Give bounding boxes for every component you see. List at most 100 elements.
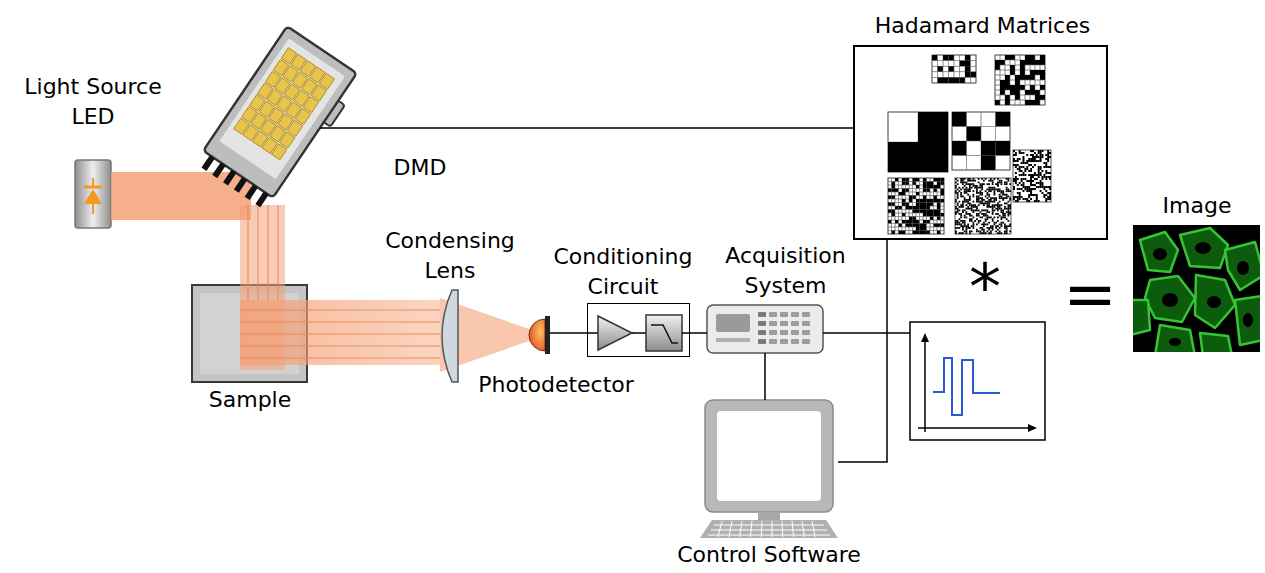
hadamard-patterns <box>927 210 931 214</box>
fluorescence-image <box>1155 325 1195 352</box>
device-buttons <box>758 339 766 344</box>
hadamard-patterns <box>909 210 913 214</box>
hadamard-patterns <box>964 225 966 227</box>
hadamard-patterns <box>1038 150 1040 152</box>
hadamard-patterns <box>1026 190 1028 192</box>
hadamard-patterns <box>966 211 968 213</box>
hadamard-patterns <box>920 192 924 196</box>
hadamard-patterns <box>1032 184 1034 186</box>
hadamard-patterns <box>952 112 1010 170</box>
hadamard-patterns <box>983 231 985 233</box>
hadamard-patterns <box>1032 154 1034 156</box>
hadamard-patterns <box>964 197 966 199</box>
hadamard-patterns <box>1025 75 1030 80</box>
hadamard-patterns <box>957 192 959 194</box>
hadamard-patterns <box>1030 55 1035 60</box>
hadamard-patterns <box>988 232 990 234</box>
hadamard-patterns <box>934 224 938 228</box>
hadamard-patterns <box>994 224 996 226</box>
hadamard-patterns <box>1030 192 1032 194</box>
hadamard-patterns <box>967 224 969 226</box>
hadamard-patterns <box>960 189 962 191</box>
hadamard-patterns <box>1004 231 1006 233</box>
signal-plot <box>918 427 1030 429</box>
lens-shape <box>442 290 458 382</box>
hadamard-patterns <box>943 61 949 67</box>
hadamard-patterns <box>1024 188 1026 190</box>
hadamard-patterns <box>1010 85 1015 90</box>
hadamard-patterns <box>930 182 934 186</box>
hadamard-patterns <box>899 199 903 203</box>
hadamard-patterns <box>1008 178 1010 180</box>
hadamard-patterns <box>997 229 999 231</box>
keyboard-keys <box>792 521 794 537</box>
hadamard-patterns <box>981 232 983 234</box>
keyboard-keys <box>708 534 830 535</box>
hadamard-patterns <box>937 217 941 221</box>
hadamard-patterns <box>994 199 996 201</box>
hadamard-patterns <box>888 192 892 196</box>
hadamard-patterns <box>920 213 924 217</box>
hadamard-patterns <box>978 187 980 189</box>
hadamard-patterns <box>967 203 969 205</box>
device-buttons <box>780 321 788 326</box>
hadamard-patterns <box>1004 225 1006 227</box>
hadamard-patterns <box>996 112 1011 127</box>
hadamard-patterns <box>913 217 917 221</box>
hadamard-patterns <box>964 231 966 233</box>
hadamard-patterns <box>899 231 903 235</box>
hadamard-patterns <box>957 189 959 191</box>
hadamard-patterns <box>899 227 903 231</box>
hadamard-patterns <box>916 203 920 207</box>
hadamard-patterns <box>990 217 992 219</box>
hadamard-patterns <box>962 182 964 184</box>
hadamard-patterns <box>1009 204 1011 206</box>
hadamard-patterns <box>1026 160 1028 162</box>
hadamard-patterns <box>1004 206 1006 208</box>
hadamard-patterns <box>971 183 973 185</box>
hadamard-patterns <box>1040 158 1042 160</box>
hadamard-patterns <box>952 112 1010 170</box>
hadamard-patterns <box>1049 186 1051 188</box>
hadamard-patterns <box>964 178 966 180</box>
hadamard-patterns <box>1035 85 1040 90</box>
hadamard-patterns <box>1024 168 1026 170</box>
hadamard-patterns <box>957 204 959 206</box>
hadamard-patterns <box>895 231 899 235</box>
hadamard-patterns <box>971 66 977 72</box>
hadamard-patterns <box>999 208 1001 210</box>
hadamard-patterns <box>927 227 931 231</box>
hadamard-patterns <box>1013 154 1015 156</box>
hadamard-patterns <box>976 218 978 220</box>
hadamard-patterns <box>999 215 1001 217</box>
hadamard-patterns <box>962 196 964 198</box>
hadamard-patterns <box>1047 154 1049 156</box>
hadamard-patterns <box>1042 170 1044 172</box>
hadamard-patterns <box>966 208 968 210</box>
computer-icon <box>700 400 838 538</box>
hadamard-patterns <box>985 215 987 217</box>
hadamard-patterns <box>909 203 913 207</box>
hadamard-patterns <box>932 72 938 78</box>
hadamard-patterns <box>966 229 968 231</box>
hadamard-patterns <box>969 220 971 222</box>
hadamard-patterns <box>990 199 992 201</box>
hadamard-patterns <box>966 204 968 206</box>
hadamard-patterns <box>1019 192 1021 194</box>
hadamard-patterns <box>888 178 944 234</box>
hadamard-patterns <box>973 225 975 227</box>
hadamard-patterns <box>980 227 982 229</box>
hadamard-patterns <box>955 201 957 203</box>
hadamard-patterns <box>927 206 931 210</box>
hadamard-patterns <box>920 224 924 228</box>
hadamard-patterns <box>1013 150 1051 202</box>
hadamard-patterns <box>997 206 999 208</box>
hadamard-patterns <box>1005 95 1010 100</box>
hadamard-patterns <box>1028 158 1030 160</box>
hadamard-patterns <box>1042 156 1044 158</box>
hadamard-patterns <box>1030 190 1032 192</box>
hadamard-patterns <box>999 180 1001 182</box>
device-buttons <box>802 330 810 335</box>
hadamard-patterns <box>1025 90 1030 95</box>
hadamard-patterns <box>1006 231 1008 233</box>
